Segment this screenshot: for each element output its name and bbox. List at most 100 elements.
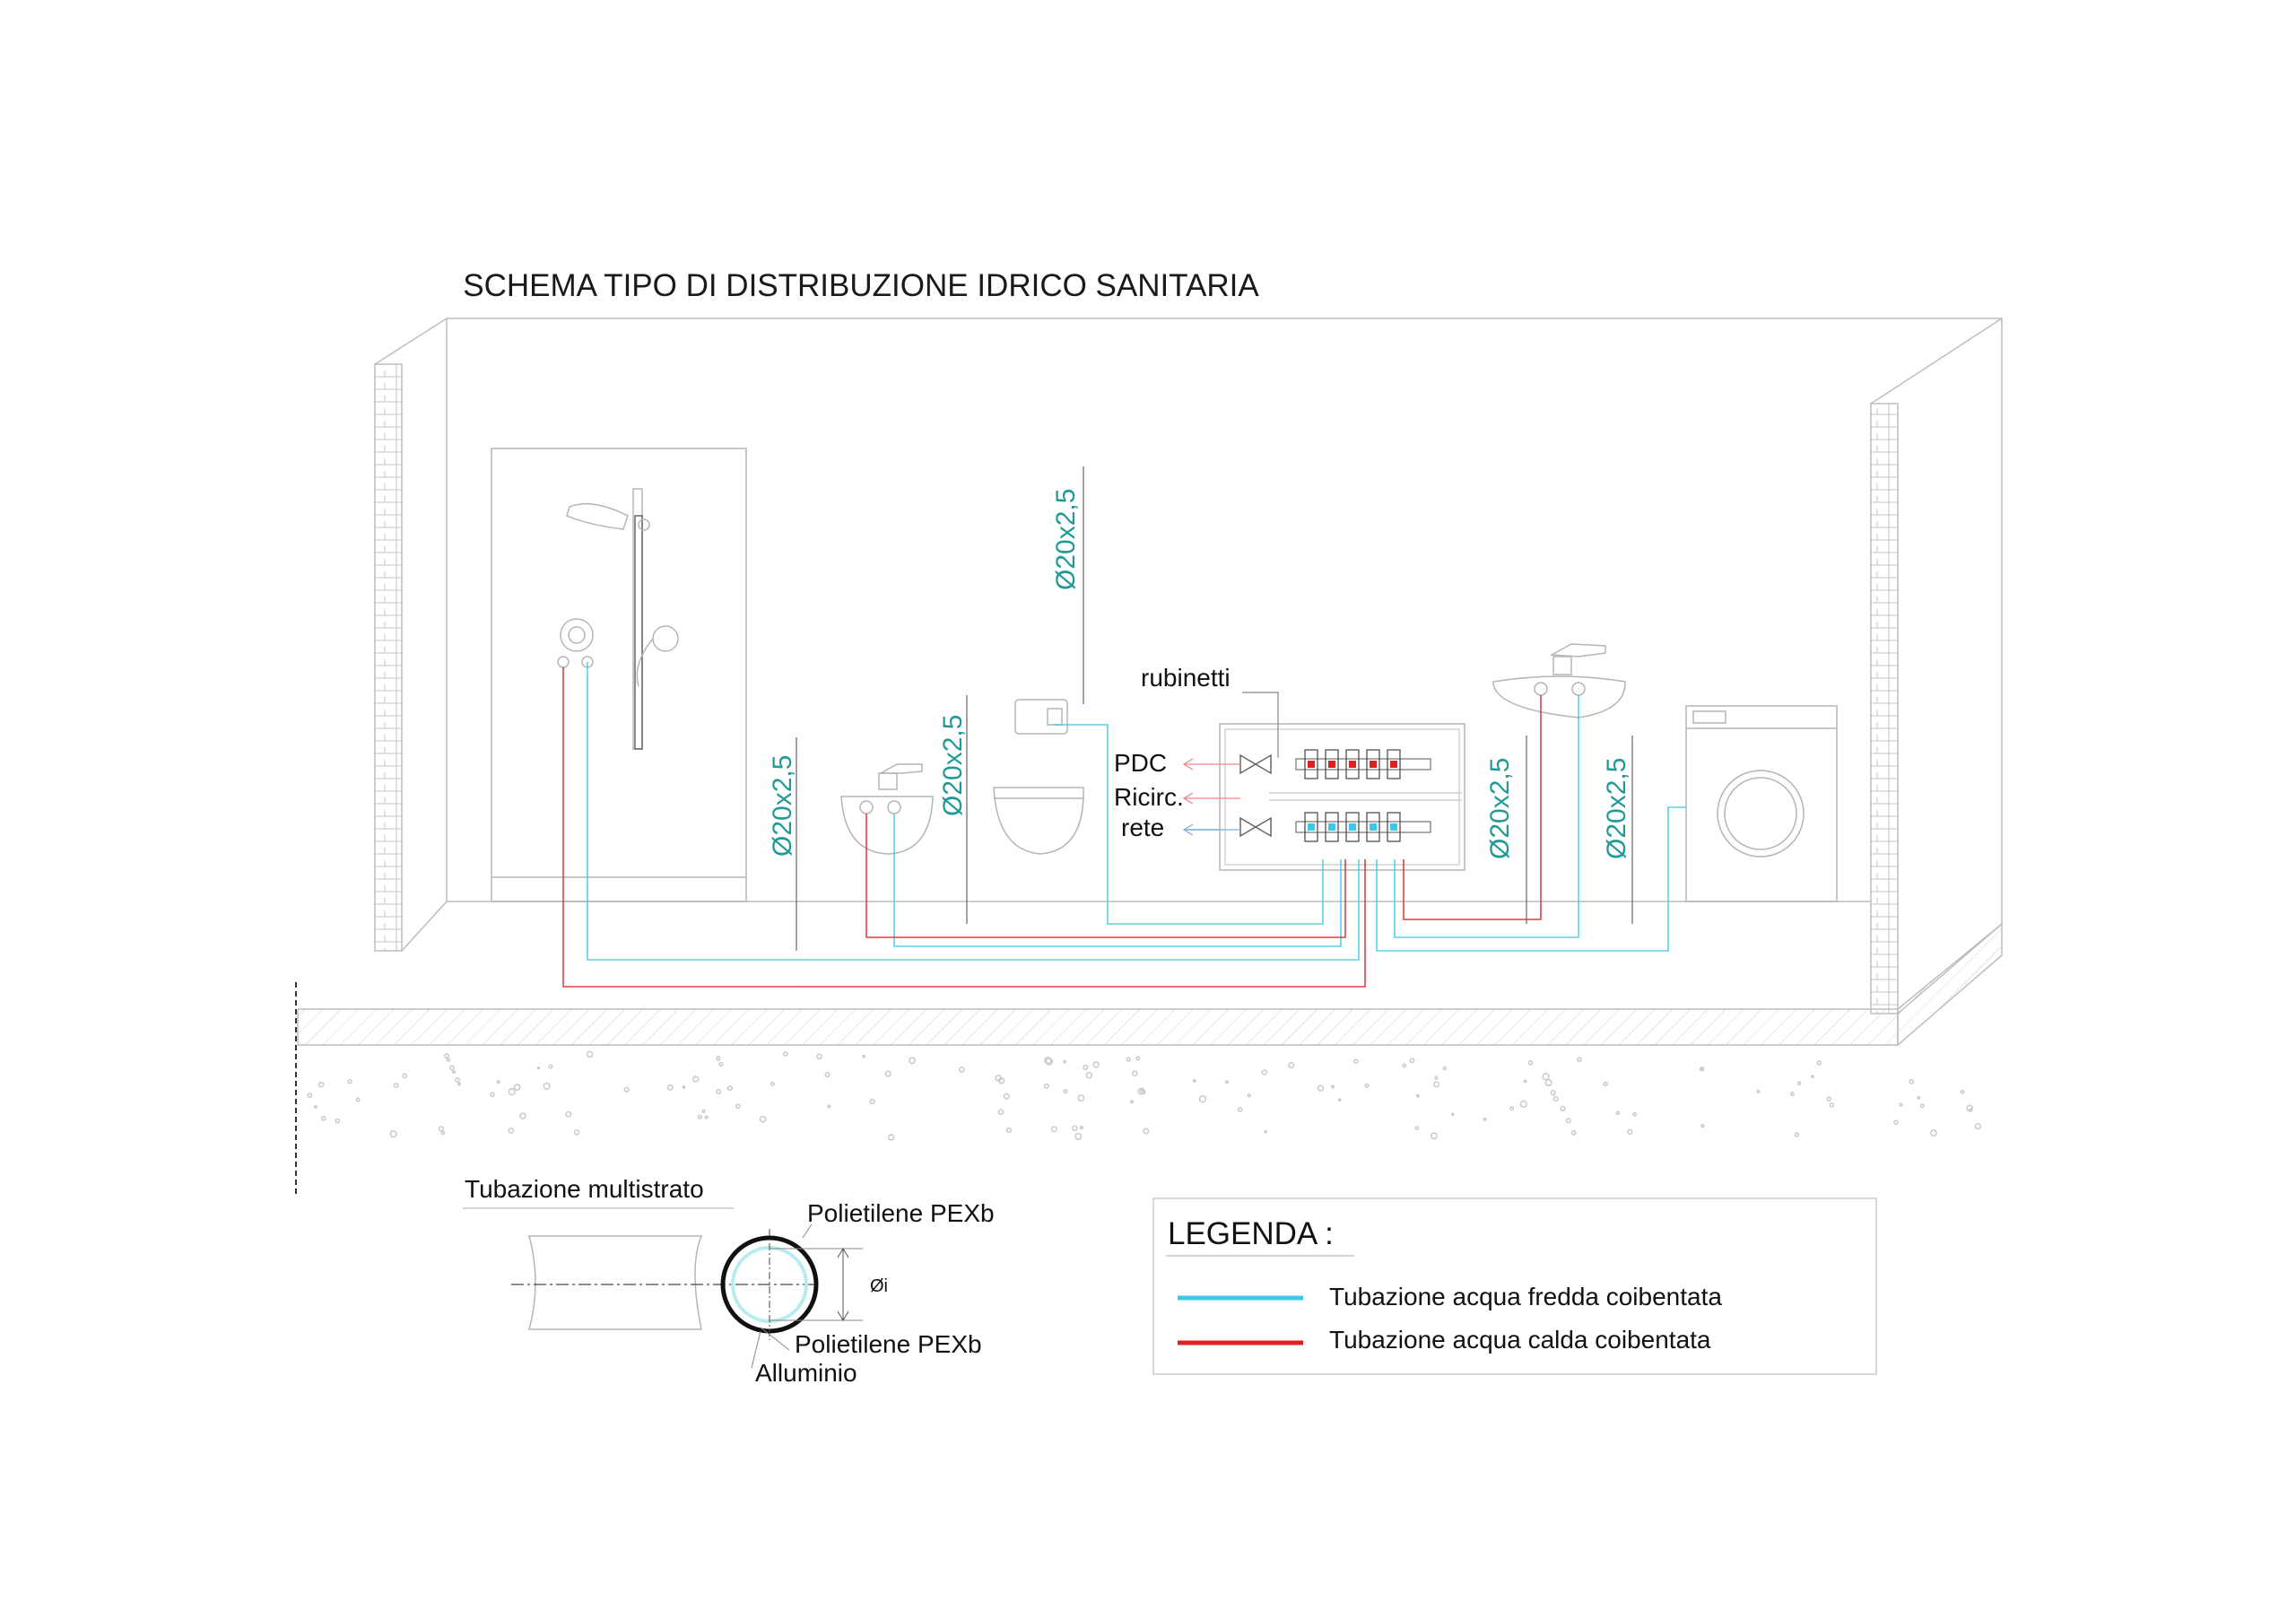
dimension-label-basin-left: Ø20x2,5 — [768, 755, 797, 857]
cold-pipe-shower — [587, 662, 1360, 961]
gravel-speck — [573, 1129, 580, 1136]
gravel-speck — [1077, 1094, 1085, 1102]
gravel-speck — [682, 1085, 686, 1089]
gravel-speck — [347, 1079, 352, 1084]
gravel-speck — [1811, 1075, 1814, 1078]
faucet-icon — [878, 763, 923, 774]
gravel-speck — [313, 1104, 317, 1109]
gravel-speck — [862, 1054, 866, 1058]
gravel-speck — [1893, 1119, 1899, 1125]
gravel-speck — [1079, 1126, 1084, 1130]
manifold-hot-port — [1345, 749, 1360, 779]
faucet-icon — [1549, 643, 1606, 657]
gravel-speck — [824, 1072, 831, 1078]
manifold-cold-port — [1387, 812, 1401, 842]
gravel-speck — [704, 1115, 709, 1119]
gravel-speck — [1509, 1106, 1515, 1111]
legend-title: LEGENDA : — [1168, 1216, 1334, 1251]
gravel-speck — [1919, 1103, 1925, 1109]
gravel-speck — [1789, 1092, 1795, 1097]
gravel-speck — [1523, 1079, 1527, 1084]
gravel-speck — [402, 1073, 408, 1079]
diagram-title: SCHEMA TIPO DI DISTRIBUZIONE IDRICO SANI… — [463, 268, 1259, 303]
gravel-speck — [457, 1082, 462, 1086]
gravel-speck — [1414, 1126, 1420, 1130]
gravel-speck — [1140, 1088, 1146, 1095]
label-inner-layer: Polietilene PEXb — [795, 1330, 982, 1358]
gravel-speck — [1402, 1063, 1407, 1068]
gravel-speck — [1615, 1110, 1620, 1116]
gravel-speck — [438, 1126, 445, 1132]
manifold-cold-port — [1345, 812, 1360, 842]
gravel-speck — [451, 1069, 457, 1075]
gravel-speck — [1552, 1096, 1559, 1102]
label-middle-layer: Alluminio — [755, 1359, 857, 1387]
gravel-speck — [389, 1130, 397, 1138]
gravel-speck — [508, 1088, 516, 1096]
cold-pipe-basin-right — [1394, 695, 1579, 938]
gravel-speck — [1130, 1100, 1135, 1104]
gravel-speck — [1247, 1093, 1252, 1098]
gravel-speck — [1519, 1100, 1527, 1109]
gravel-speck — [1433, 1081, 1440, 1088]
manifold-cold-port-indicator — [1308, 823, 1315, 831]
label-rubinetti: rubinetti — [1141, 664, 1231, 692]
gravel-speck — [884, 1070, 891, 1077]
washing-machine — [1685, 705, 1838, 902]
manifold-hot-port-indicator — [1370, 761, 1377, 768]
gravel-speck — [1917, 1096, 1921, 1100]
gravel-speck — [1192, 1079, 1196, 1083]
gravel-speck — [1826, 1096, 1832, 1102]
gravel-speck — [1560, 1105, 1566, 1111]
gravel-speck — [1043, 1083, 1049, 1089]
gravel-speck — [490, 1092, 495, 1098]
gravel-speck — [1353, 1058, 1359, 1064]
gravel-speck — [1050, 1126, 1057, 1133]
label-rete: rete — [1121, 814, 1164, 841]
flush-plate-icon — [1014, 699, 1068, 735]
gravel-speck — [1044, 1057, 1052, 1065]
gravel-speck — [1063, 1089, 1068, 1094]
gravel-speck — [440, 1130, 446, 1136]
manifold-cold-port-indicator — [1328, 823, 1335, 831]
gravel-speck — [1442, 1066, 1448, 1071]
gravel-speck — [909, 1057, 917, 1065]
legend-label-hot: Tubazione acqua calda coibentata — [1329, 1326, 1711, 1354]
gravel-speck — [307, 1093, 313, 1099]
gravel-speck — [1237, 1107, 1243, 1112]
dimension-label-basin-right: Ø20x2,5 — [1485, 758, 1515, 859]
gravel-speck — [1131, 1070, 1138, 1077]
gravel-speck — [770, 1081, 775, 1087]
manifold-hot-port — [1325, 749, 1339, 779]
gravel-speck — [1135, 1056, 1141, 1061]
gravel-speck — [1085, 1072, 1093, 1079]
gravel-speck — [1483, 1117, 1487, 1121]
gravel-speck — [1570, 1129, 1577, 1136]
gravel-speck — [1794, 1132, 1800, 1137]
gravel-speck — [1829, 1102, 1835, 1108]
manifold-hot-port-indicator — [1349, 761, 1356, 768]
gravel-speck — [1063, 1059, 1067, 1064]
gravel-speck — [1550, 1090, 1556, 1096]
manifold-cold — [1295, 812, 1431, 842]
gravel-speck — [1969, 1108, 1973, 1112]
gravel-speck — [565, 1110, 572, 1118]
dimension-label-basin: Ø20x2,5 — [938, 715, 968, 816]
shower-mixer-icon — [560, 618, 594, 652]
gravel-speck — [1577, 1057, 1582, 1063]
gravel-speck — [1261, 1069, 1268, 1075]
gravel-speck — [1003, 1093, 1010, 1100]
dimension-label-washing-machine: Ø20x2,5 — [1602, 758, 1631, 859]
gravel-speck — [355, 1097, 361, 1102]
gravel-speck — [393, 1083, 399, 1089]
gravel-speck — [543, 1082, 551, 1090]
gravel-speck — [1264, 1130, 1267, 1134]
gravel-speck — [1929, 1129, 1937, 1137]
gravel-speck — [827, 1104, 831, 1109]
gravel-speck — [1430, 1132, 1438, 1140]
room-walls — [374, 317, 2003, 1047]
floor-slab — [295, 982, 1981, 1197]
gravel-speck — [317, 1081, 325, 1088]
gravel-speck — [1434, 1075, 1439, 1080]
